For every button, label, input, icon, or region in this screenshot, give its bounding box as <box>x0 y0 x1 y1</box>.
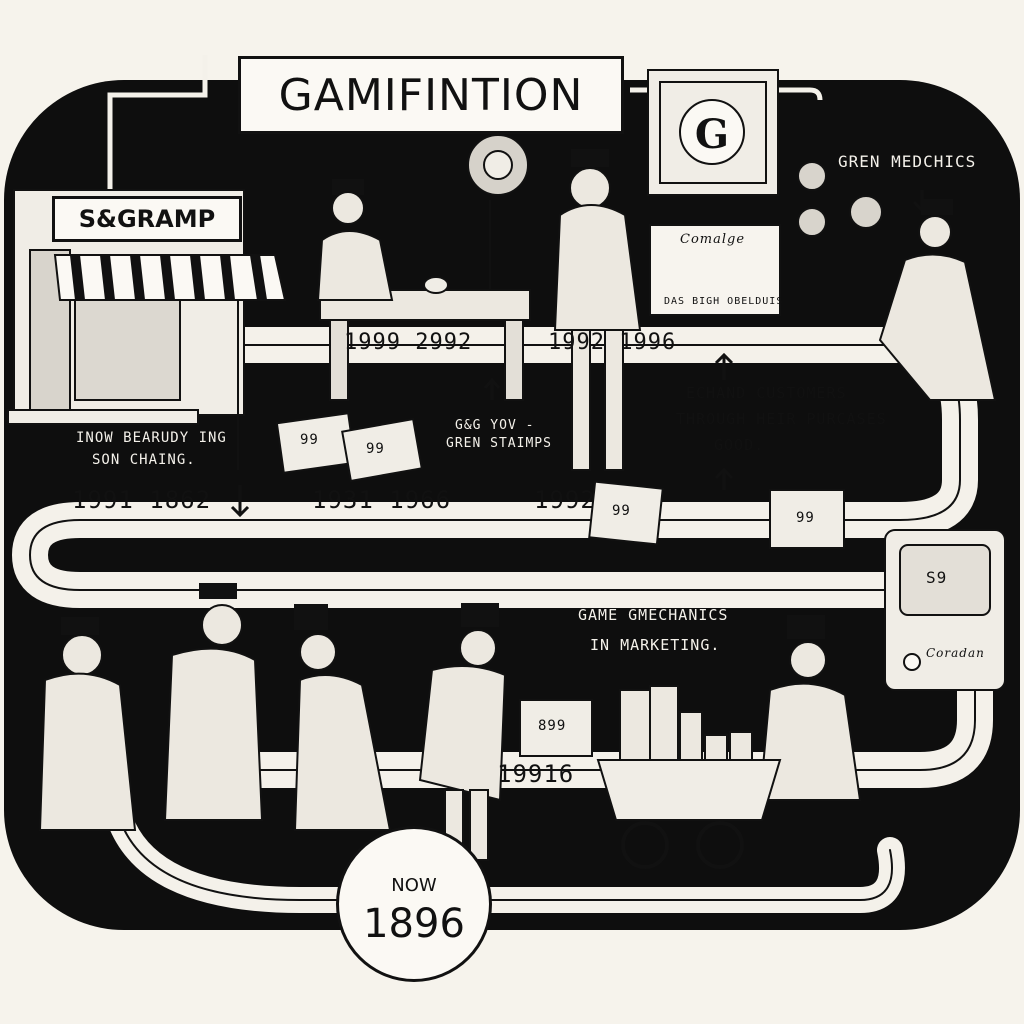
vending-machine <box>884 529 1006 691</box>
game-mechanics-line2: IN MARKETING. <box>590 636 721 654</box>
clerk-desk <box>319 134 531 401</box>
year-label-row3: 19916 <box>497 760 575 788</box>
catalog-line: DAS BIGH OBELDUIS <box>664 296 784 307</box>
year-label-row2-a: 1991 1862 <box>72 486 212 514</box>
year-label-row2-c: 1992 <box>534 486 596 514</box>
svg-text:G: G <box>695 111 729 158</box>
shop-caption-line2: SON CHAING. <box>92 452 196 468</box>
now-marker: NOW 1896 <box>336 826 492 982</box>
stamps-caption-line2: GREN STAIMPS <box>446 436 552 451</box>
shop-sign: S&GRAMP <box>52 196 242 242</box>
now-label: NOW <box>391 875 437 896</box>
stamp-sheets <box>275 412 845 757</box>
stamp-value-c: 99 <box>612 503 631 519</box>
year-label-row1-b: 1992 1996 <box>548 330 677 355</box>
catalog-title: Comalge <box>680 232 746 247</box>
customers-line1: ECHAND CUSTOMERS <box>686 384 847 402</box>
stamp-value-b: 99 <box>366 441 385 457</box>
flow-arrows <box>230 190 932 518</box>
now-year: 1896 <box>363 901 465 947</box>
stamp-value-d: 99 <box>796 510 815 526</box>
shopping-cart <box>596 685 782 869</box>
shop-caption-line1: INOW BEARUDY ING <box>76 430 227 446</box>
year-label-row1-a: 1999 2992 <box>344 330 473 355</box>
title-wire <box>107 55 208 190</box>
machine-brand: Coradan <box>926 646 985 660</box>
customers-line3: GOOD. <box>714 436 765 454</box>
year-label-row2-b: 1931 1966 <box>312 486 452 514</box>
stamp-value-a: 99 <box>300 432 319 448</box>
coins <box>797 161 883 237</box>
customers-line2: THROUGH HEIR PURCASES <box>676 410 887 428</box>
stamps-caption-line1: G&G YOV - <box>455 418 535 433</box>
game-mechanics-line1: GAME GMECHANICS <box>578 606 729 624</box>
g-seal-frame: G <box>647 69 779 196</box>
page-title: GAMIFINTION <box>238 56 624 134</box>
green-mechanics-label: GREN MEDCHICS <box>838 152 977 171</box>
catalog-sheet <box>649 224 781 316</box>
machine-stamp-value: S9 <box>926 568 948 587</box>
timeline-ribbon <box>11 327 993 913</box>
stamp-value-f: 899 <box>538 718 567 734</box>
